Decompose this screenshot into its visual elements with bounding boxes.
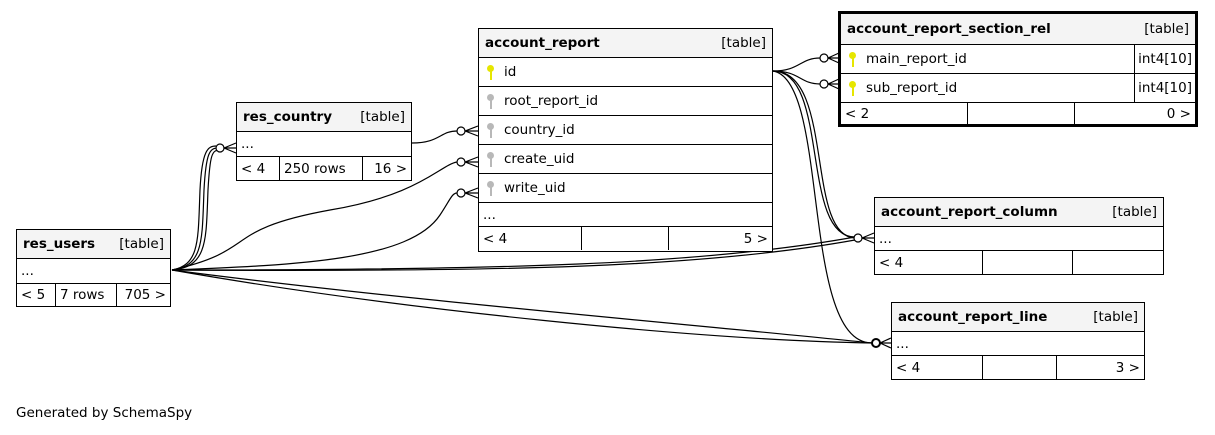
row-count: 250 rows [280,157,363,180]
table-header: account_report_section_rel [table] [841,14,1195,45]
more-columns: ... [896,335,909,352]
edge-res-country-to-account-report [411,130,458,144]
more-columns: ... [241,136,254,152]
children-count[interactable]: 16 > [374,160,407,177]
table-footer: < 4 [875,251,1163,274]
parents-count[interactable]: < 4 [237,157,280,180]
edge-res-users-to-write-uid [171,192,458,271]
table-name[interactable]: account_report_section_rel [847,21,1051,37]
row-count [968,103,1075,125]
more-columns-row: ... [479,203,772,227]
primary-key-icon [849,80,856,96]
parents-count[interactable]: < 4 [892,356,983,379]
children-count[interactable]: 3 > [1115,359,1140,376]
primary-key-icon [487,64,494,80]
row-count: 7 rows [56,284,117,306]
table-header: res_users [table] [17,230,170,259]
column-name: country_id [504,122,575,138]
table-res-users[interactable]: res_users [table] ... < 5 7 rows 705 > [16,229,171,307]
table-kind: [table] [360,109,405,125]
column-name: write_uid [504,180,566,196]
column-name: id [504,64,517,80]
table-footer: < 4 250 rows 16 > [237,157,411,180]
table-kind: [table] [119,236,164,252]
table-kind: [table] [1144,21,1189,37]
edge-account-report-to-line [772,70,873,344]
table-kind: [table] [721,35,766,51]
table-header: account_report_column [table] [875,198,1163,227]
parents-count[interactable]: < 4 [479,227,582,250]
column-row[interactable]: id [479,58,772,87]
column-name: create_uid [504,151,575,167]
column-row[interactable]: main_report_id int4[10] [841,45,1195,74]
table-header: res_country [table] [237,103,411,132]
table-name[interactable]: account_report_line [898,309,1048,325]
column-type: int4[10] [1134,74,1195,102]
children-count[interactable] [1073,251,1163,274]
edge-account-report-to-main-report-id [772,57,821,72]
children-count[interactable]: 705 > [124,287,166,303]
more-columns-row: ... [237,132,411,157]
edge-res-users-to-res-country [171,145,217,271]
column-name: sub_report_id [866,80,958,96]
foreign-key-icon [487,151,494,167]
primary-key-icon [849,51,856,67]
row-count [582,227,669,250]
edge-account-report-to-column [772,70,856,238]
table-footer: < 2 0 > [841,103,1195,125]
column-row[interactable]: create_uid [479,145,772,174]
more-columns: ... [483,206,496,223]
table-res-country[interactable]: res_country [table] ... < 4 250 rows 16 … [236,102,412,181]
children-count[interactable]: 5 > [743,230,768,247]
table-account-report-column[interactable]: account_report_column [table] ... < 4 [874,197,1164,275]
column-row[interactable]: country_id [479,116,772,145]
table-account-report[interactable]: account_report [table] id root_report_id… [478,28,773,252]
parents-count[interactable]: < 2 [841,103,968,125]
table-account-report-line[interactable]: account_report_line [table] ... < 4 3 > [891,302,1145,380]
table-header: account_report [table] [479,29,772,58]
parents-count[interactable]: < 5 [17,284,56,306]
row-count [983,251,1073,274]
more-columns-row: ... [17,259,170,284]
column-type: int4[10] [1134,45,1195,73]
edge-res-users-to-column [171,236,856,271]
table-name[interactable]: res_country [243,109,333,125]
foreign-key-icon [487,180,494,196]
generated-by-label: Generated by SchemaSpy [16,405,193,421]
column-name: root_report_id [504,93,599,109]
table-header: account_report_line [table] [892,303,1144,332]
row-count [983,356,1057,379]
parents-count[interactable]: < 4 [875,251,983,274]
table-kind: [table] [1093,309,1138,325]
column-row[interactable]: write_uid [479,174,772,203]
table-footer: < 4 3 > [892,356,1144,379]
more-columns-row: ... [892,332,1144,356]
table-account-report-section-rel[interactable]: account_report_section_rel [table] main_… [838,11,1198,127]
children-count[interactable]: 0 > [1166,106,1191,122]
more-columns: ... [879,230,892,247]
foreign-key-icon [487,93,494,109]
table-kind: [table] [1112,204,1157,220]
table-name[interactable]: res_users [23,236,96,252]
more-columns: ... [21,263,34,279]
column-row[interactable]: sub_report_id int4[10] [841,74,1195,103]
table-name[interactable]: account_report [485,35,600,51]
table-footer: < 5 7 rows 705 > [17,284,170,306]
foreign-key-icon [487,122,494,138]
more-columns-row: ... [875,227,1163,251]
edge-res-users-to-line [171,269,873,344]
table-name[interactable]: account_report_column [881,204,1058,220]
table-footer: < 4 5 > [479,227,772,250]
column-name: main_report_id [866,51,967,67]
edge-res-users-to-create-uid [171,161,458,271]
column-row[interactable]: root_report_id [479,87,772,116]
